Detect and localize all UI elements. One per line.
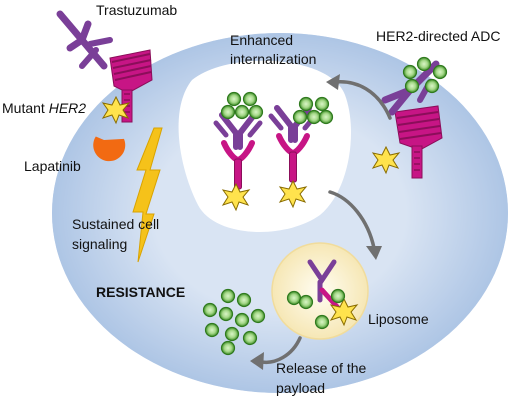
label-enhanced-line1: Enhanced	[230, 32, 294, 48]
label-release-line2: payload	[276, 380, 326, 396]
label-mutant-gene: HER2	[48, 100, 87, 116]
lapatinib-icon	[93, 136, 126, 162]
antibody-icon	[56, 10, 113, 70]
arrowhead-1	[326, 74, 340, 90]
liposome-contents	[286, 259, 358, 330]
label-sustained-line2: signaling	[72, 236, 128, 252]
label-resistance: RESISTANCE	[96, 284, 186, 300]
label-mutant-her2: Mutant HER2	[2, 100, 86, 117]
label-mutant-prefix: Mutant	[2, 100, 49, 116]
lightning-bolt-icon	[132, 127, 163, 263]
her2-receptor-icon	[394, 105, 443, 179]
label-enhanced-line2: internalization	[230, 51, 317, 67]
curved-arrow-icon	[260, 336, 302, 365]
trastuzumab-receptor-complex	[56, 10, 153, 124]
label-liposome: Liposome	[368, 311, 429, 327]
arrowhead-3	[250, 352, 264, 370]
label-lapatinib: Lapatinib	[24, 158, 81, 174]
arrowhead-2	[366, 246, 382, 260]
label-sustained-line1: Sustained cell	[72, 216, 160, 232]
curved-arrow-icon	[328, 190, 376, 250]
her2-adc-complex	[372, 56, 448, 179]
label-her2-adc: HER2-directed ADC	[376, 28, 501, 44]
label-release-line1: Release of the	[276, 360, 367, 376]
label-trastuzumab: Trastuzumab	[96, 2, 178, 18]
endosome	[178, 60, 352, 232]
curved-arrow-icon	[333, 80, 392, 120]
